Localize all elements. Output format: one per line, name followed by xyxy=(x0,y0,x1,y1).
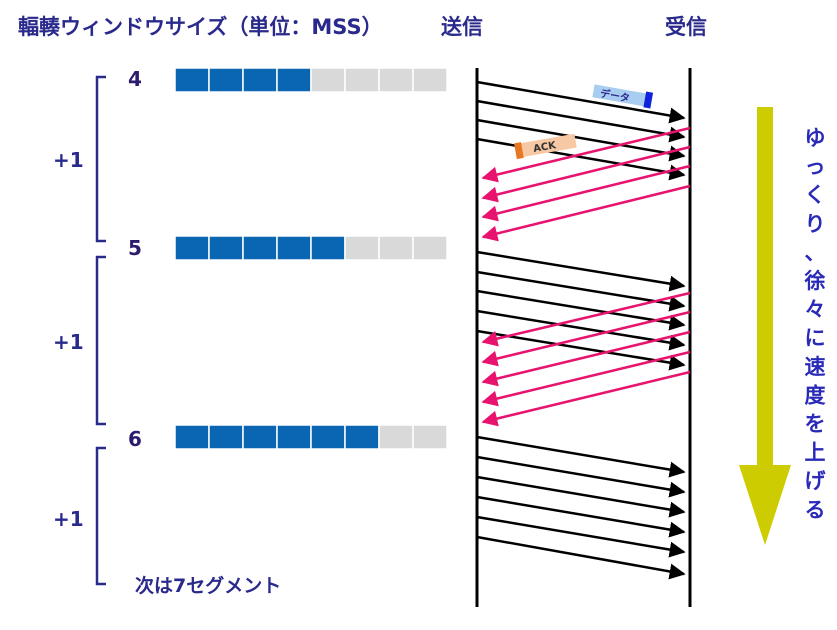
side-note-char: げ xyxy=(805,469,827,493)
window-slot-empty xyxy=(412,67,448,93)
side-note-char: 上 xyxy=(805,441,826,465)
side-note-char: 速 xyxy=(805,355,826,379)
stage-3-cwnd: 6 xyxy=(128,427,142,451)
ack-tag-label: ACK xyxy=(532,140,558,155)
window-slot-empty xyxy=(412,235,448,261)
data-arrow xyxy=(476,475,686,518)
window-slot-filled xyxy=(276,424,312,450)
data-arrow xyxy=(476,495,686,538)
side-note-char: を xyxy=(805,412,826,436)
window-slot-empty xyxy=(378,424,414,450)
data-arrow xyxy=(476,435,686,478)
window-slot-filled xyxy=(276,67,312,93)
ack-arrow xyxy=(481,350,691,407)
window-slot-filled xyxy=(276,235,312,261)
side-note-char: る xyxy=(805,498,826,522)
stage-bracket-1 xyxy=(95,75,106,243)
ack-tag: ACK xyxy=(514,133,577,160)
window-slot-filled xyxy=(242,235,278,261)
data-arrow xyxy=(476,515,686,558)
window-slot-filled xyxy=(242,424,278,450)
data-arrow xyxy=(476,118,686,162)
ack-arrow xyxy=(481,291,691,347)
stage-3-increment: +1 xyxy=(53,507,84,531)
side-note-char: 々 xyxy=(805,298,826,322)
side-note-char: 、 xyxy=(805,240,826,264)
stage-2-cwnd: 5 xyxy=(128,236,142,260)
side-note-char: っ xyxy=(805,155,826,179)
window-slot-filled xyxy=(174,67,210,93)
window-size-title: 輻輳ウィンドウサイズ（単位：MSS） xyxy=(18,15,383,39)
round-1-ack-segments xyxy=(481,126,691,242)
stage-1-increment: +1 xyxy=(53,148,84,172)
window-slot-empty xyxy=(412,424,448,450)
side-note-char: 度 xyxy=(805,383,826,407)
side-note-char: に xyxy=(805,326,826,350)
round-2-ack-segments xyxy=(481,291,691,427)
window-slot-empty xyxy=(344,235,380,261)
ack-arrow xyxy=(481,370,691,427)
data-arrow xyxy=(476,309,686,351)
data-arrow xyxy=(476,289,686,331)
window-slot-empty xyxy=(344,67,380,93)
stage-2-window-bar xyxy=(174,235,448,261)
data-arrow xyxy=(476,80,686,124)
round-1-data-segments xyxy=(476,80,686,181)
window-slot-empty xyxy=(310,67,346,93)
stage-bracket-2 xyxy=(95,255,106,426)
window-slot-filled xyxy=(344,424,380,450)
window-slot-filled xyxy=(208,424,244,450)
receiver-label: 受信 xyxy=(665,15,707,39)
round-2-data-segments xyxy=(476,250,686,371)
window-slot-filled xyxy=(242,67,278,93)
data-arrow xyxy=(476,250,686,292)
side-note-char: り xyxy=(805,212,826,236)
window-slot-empty xyxy=(378,235,414,261)
ack-arrow xyxy=(481,145,691,203)
data-arrow xyxy=(476,99,686,143)
side-note-char: 徐 xyxy=(804,269,826,293)
ack-arrow xyxy=(481,164,691,222)
sender-label: 送信 xyxy=(441,15,483,39)
window-slot-filled xyxy=(174,235,210,261)
speed-increase-arrow xyxy=(739,107,791,545)
window-slot-filled xyxy=(174,424,210,450)
next-segment-note: 次は7セグメント xyxy=(135,574,281,597)
side-note-char: く xyxy=(805,183,826,207)
stage-2-increment: +1 xyxy=(53,330,84,354)
stage-1-window-bar xyxy=(174,67,448,93)
data-arrow xyxy=(476,329,686,371)
data-arrow xyxy=(476,455,686,498)
window-slot-filled xyxy=(310,424,346,450)
stage-1-cwnd: 4 xyxy=(128,67,142,91)
data-arrow xyxy=(476,270,686,312)
ack-arrow xyxy=(481,126,691,183)
ack-arrow xyxy=(481,330,691,387)
data-arrow xyxy=(476,535,686,580)
stage-3-window-bar xyxy=(174,424,448,450)
ack-arrow xyxy=(481,310,691,367)
window-slot-filled xyxy=(310,235,346,261)
side-note-char: ゆ xyxy=(805,126,826,150)
window-slot-filled xyxy=(208,67,244,93)
stage-bracket-3 xyxy=(95,446,106,586)
window-slot-empty xyxy=(378,67,414,93)
data-arrow xyxy=(476,137,686,181)
window-slot-filled xyxy=(208,235,244,261)
data-tag: データ xyxy=(592,84,654,109)
ack-arrow xyxy=(481,184,691,242)
round-3-data-segments xyxy=(476,435,686,580)
